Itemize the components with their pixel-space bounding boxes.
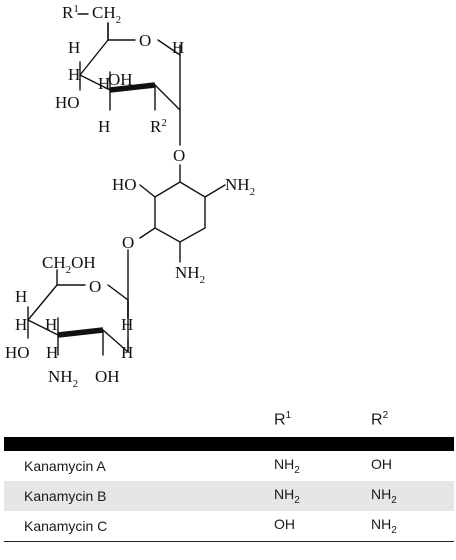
table-row: Kanamycin B NH2 NH2	[4, 481, 454, 511]
bottom-h-right: H	[121, 315, 133, 334]
top-h-middle: H	[98, 74, 110, 93]
middle-nh2-right: NH2	[225, 175, 255, 198]
bottom-ring-bold-edge	[57, 327, 104, 338]
r1-value: NH2	[274, 456, 300, 476]
compound-name: Kanamycin C	[4, 511, 274, 542]
table-row: Kanamycin A NH2 OH	[4, 451, 454, 481]
top-ch2-label: CH2	[92, 3, 121, 26]
top-ring-substituent-bonds	[77, 13, 181, 146]
top-h-top-left: H	[68, 38, 80, 57]
r2-value: NH2	[371, 511, 454, 542]
table-header-r2: R2	[371, 410, 389, 429]
top-oh-label: OH	[108, 70, 133, 89]
linker-oxygen-bottom: O	[122, 233, 134, 252]
table-header-rule	[4, 437, 454, 451]
bottom-ho-label: HO	[5, 343, 30, 362]
middle-ho-label: HO	[112, 175, 137, 194]
linker-oxygen-top: O	[173, 146, 185, 165]
table-header-r1: R1	[274, 410, 292, 429]
table-header-row: R1 R2	[4, 403, 454, 437]
top-ring-bold-edge	[109, 82, 156, 93]
middle-ring-bonds	[139, 181, 226, 263]
r1-value: OH	[274, 511, 371, 542]
kanamycin-structure: R1 CH2 O H H H H OH HO H R2 O HO NH2 NH2…	[5, 3, 255, 390]
substituent-table: R1 R2 Kanamycin A NH2 OH Kanamycin B NH2…	[4, 403, 454, 542]
bottom-nh2-label: NH2	[48, 367, 78, 390]
table-header-name	[4, 403, 274, 437]
bottom-h-bottom-left: H	[46, 343, 58, 362]
top-ho-label: HO	[55, 93, 80, 112]
top-r1-label: R1	[62, 3, 79, 22]
bottom-h-middle: H	[45, 315, 57, 334]
bottom-oh-label: OH	[95, 367, 120, 386]
top-ring-oxygen: O	[139, 31, 151, 50]
top-sugar-ring: R1 CH2 O H H H H OH HO H R2	[55, 3, 184, 146]
top-ring-bonds	[79, 22, 181, 111]
top-h-bottom-left: H	[98, 117, 110, 136]
top-h-left: H	[68, 65, 80, 84]
compound-name: Kanamycin A	[24, 458, 106, 474]
top-h-top-right: H	[172, 38, 184, 57]
middle-ring: HO NH2 NH2	[112, 175, 255, 286]
compound-name: Kanamycin B	[4, 481, 274, 511]
bottom-ring-oxygen: O	[89, 277, 101, 296]
r1-value: NH2	[274, 481, 371, 511]
bottom-sugar-ring: CH2OH O H H H H HO H H NH2 OH	[5, 253, 133, 390]
r2-value: NH2	[371, 481, 454, 511]
middle-nh2-bottom: NH2	[175, 263, 205, 286]
bottom-ch2oh-label: CH2OH	[42, 253, 96, 276]
r2-value: OH	[371, 456, 392, 473]
table-row: Kanamycin C OH NH2	[4, 511, 454, 542]
bottom-ring-substituent-bonds	[27, 299, 129, 356]
top-r2-label: R2	[150, 117, 167, 136]
bottom-h-left: H	[15, 315, 27, 334]
bottom-h-bottom-right: H	[121, 343, 133, 362]
bottom-ring-bonds	[27, 269, 129, 353]
bottom-h-top-left: H	[15, 287, 27, 306]
